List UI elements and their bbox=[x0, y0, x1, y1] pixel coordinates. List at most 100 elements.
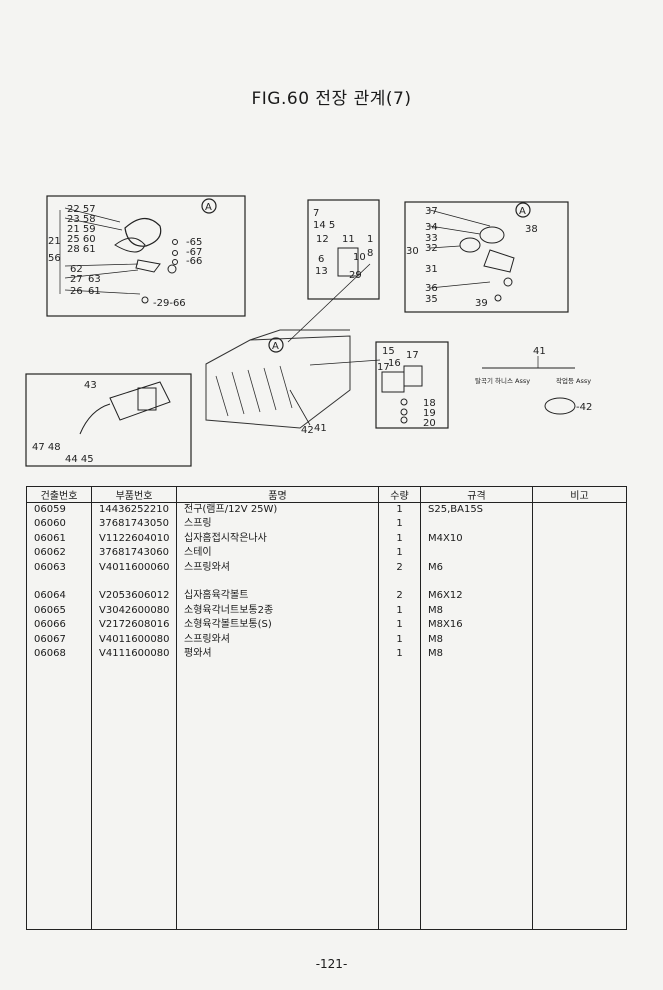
svg-text:37: 37 bbox=[425, 206, 438, 217]
quantity: 1 bbox=[378, 517, 421, 532]
specification bbox=[420, 517, 533, 532]
part-number: V2172608016 bbox=[91, 618, 177, 633]
quantity: 1 bbox=[378, 546, 421, 561]
svg-text:21: 21 bbox=[48, 236, 61, 247]
svg-text:43: 43 bbox=[84, 380, 97, 391]
svg-text:탈곡기 하니스 Assy: 탈곡기 하니스 Assy bbox=[475, 376, 530, 385]
page-title: FIG.60 전장 관계(7) bbox=[251, 89, 412, 109]
quantity: 1 bbox=[378, 603, 421, 619]
svg-text:17: 17 bbox=[406, 350, 419, 361]
empty-cell bbox=[532, 661, 627, 931]
svg-text:14 5: 14 5 bbox=[313, 220, 335, 231]
svg-text:19: 19 bbox=[423, 408, 436, 419]
page-number: -121- bbox=[315, 957, 348, 971]
table-filler-row bbox=[26, 661, 627, 931]
part-name: 평와셔 bbox=[176, 647, 379, 662]
svg-text:36: 36 bbox=[425, 283, 438, 294]
part-name: 스테이 bbox=[176, 546, 379, 561]
svg-text:8: 8 bbox=[367, 248, 373, 259]
ref-number: 06065 bbox=[26, 603, 92, 619]
svg-text:44 45: 44 45 bbox=[65, 454, 94, 465]
svg-text:27: 27 bbox=[70, 274, 83, 285]
quantity: 1 bbox=[378, 647, 421, 662]
svg-text:-67: -67 bbox=[186, 247, 202, 258]
svg-text:-29-66: -29-66 bbox=[153, 298, 186, 309]
ref-number: 06063 bbox=[26, 560, 92, 576]
header-part-no: 부품번호 bbox=[91, 486, 177, 503]
lamp-bracket-panel: 43 47 48 44 45 bbox=[25, 373, 192, 467]
quantity: 1 bbox=[378, 531, 421, 547]
svg-text:56: 56 bbox=[48, 253, 61, 264]
lamp-socket-panel: 15 17 16 17 18 19 20 bbox=[375, 341, 449, 429]
specification: M8 bbox=[420, 632, 533, 648]
part-number: 37681743050 bbox=[91, 517, 177, 532]
empty-cell bbox=[378, 661, 421, 931]
reference-a-label: A bbox=[205, 202, 212, 213]
svg-text:28 61: 28 61 bbox=[67, 244, 96, 255]
part-name: 스프링 bbox=[176, 517, 379, 532]
svg-text:30: 30 bbox=[406, 246, 419, 257]
ref-number: 06064 bbox=[26, 589, 92, 604]
svg-text:7: 7 bbox=[313, 208, 319, 219]
svg-text:42: 42 bbox=[301, 425, 314, 436]
part-name: 소형육각볼트보통(S) bbox=[176, 618, 379, 633]
part-name: 십자홈접시작은나사 bbox=[176, 531, 379, 547]
empty-cell bbox=[91, 661, 177, 931]
svg-text:-42: -42 bbox=[576, 402, 592, 413]
svg-text:39: 39 bbox=[475, 298, 488, 309]
header-note: 비고 bbox=[532, 486, 627, 503]
diagram-svg: A 22 57 23 58 21 59 25 60 28 61 21 56 62… bbox=[25, 195, 592, 467]
part-name: 스프링와셔 bbox=[176, 632, 379, 648]
specification bbox=[420, 546, 533, 561]
part-name: 소형육각너트보통2종 bbox=[176, 603, 379, 619]
ref-number: 06067 bbox=[26, 632, 92, 648]
part-number bbox=[91, 575, 177, 590]
svg-text:38: 38 bbox=[525, 224, 538, 235]
part-name: 전구(램프/12V 25W) bbox=[176, 502, 379, 518]
part-number: V4011600060 bbox=[91, 560, 177, 576]
svg-text:-66: -66 bbox=[186, 256, 202, 267]
svg-text:작업등 Assy: 작업등 Assy bbox=[556, 376, 591, 385]
empty-cell bbox=[420, 661, 533, 931]
header-spec: 규격 bbox=[420, 486, 533, 503]
ref-number: 06068 bbox=[26, 647, 92, 662]
specification: M6 bbox=[420, 560, 533, 576]
ref-number: 06060 bbox=[26, 517, 92, 532]
svg-text:25 60: 25 60 bbox=[67, 234, 96, 245]
svg-text:31: 31 bbox=[425, 264, 438, 275]
svg-text:47 48: 47 48 bbox=[32, 442, 61, 453]
part-name bbox=[176, 575, 379, 590]
part-name: 십자홈육각볼트 bbox=[176, 589, 379, 604]
note bbox=[532, 531, 627, 547]
quantity: 1 bbox=[378, 618, 421, 633]
table-row bbox=[26, 575, 627, 590]
quantity: 2 bbox=[378, 589, 421, 604]
specification: S25,BA15S bbox=[420, 502, 533, 518]
harness-assy: 41 탈곡기 하니스 Assy 작업등 Assy -42 bbox=[475, 346, 592, 415]
svg-text:34: 34 bbox=[425, 222, 438, 233]
part-number: V4111600080 bbox=[91, 647, 177, 662]
quantity: 1 bbox=[378, 632, 421, 648]
svg-text:10: 10 bbox=[353, 252, 366, 263]
combine-harvester-illustration: A 42 41 bbox=[205, 263, 381, 436]
note bbox=[532, 632, 627, 648]
specification: M8 bbox=[420, 647, 533, 662]
note bbox=[532, 589, 627, 604]
ref-number: 06059 bbox=[26, 502, 92, 518]
lamp-assembly-panel: A 22 57 23 58 21 59 25 60 28 61 21 56 62… bbox=[46, 195, 246, 317]
svg-text:15: 15 bbox=[382, 346, 395, 357]
svg-text:41: 41 bbox=[314, 423, 327, 434]
note bbox=[532, 560, 627, 576]
svg-text:35: 35 bbox=[425, 294, 438, 305]
svg-text:18: 18 bbox=[423, 398, 436, 409]
svg-text:13: 13 bbox=[315, 266, 328, 277]
svg-text:1: 1 bbox=[367, 234, 373, 245]
specification: M8 bbox=[420, 603, 533, 619]
part-number: 37681743060 bbox=[91, 546, 177, 561]
